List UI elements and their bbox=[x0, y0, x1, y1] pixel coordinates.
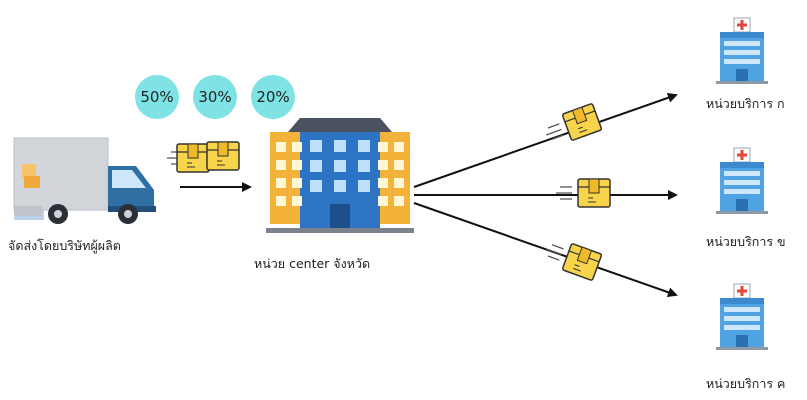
parcel-box-icon bbox=[166, 141, 240, 173]
arrow-to-unit-c bbox=[413, 202, 678, 298]
unit-c-label: หน่วยบริการ ค bbox=[706, 376, 785, 391]
arrow-to-unit-a bbox=[413, 92, 678, 188]
delivery-truck-icon bbox=[13, 137, 156, 224]
building-icon bbox=[266, 118, 414, 233]
manufacturer-label: จัดส่งโดยบริษัทผู้ผลิต bbox=[8, 238, 121, 254]
percent-bubble-30: 30% bbox=[193, 75, 237, 119]
hospital-icon bbox=[714, 146, 770, 216]
hospital-icon bbox=[714, 16, 770, 86]
percent-bubble-50: 50% bbox=[135, 75, 179, 119]
parcel-box-icon bbox=[543, 242, 603, 282]
hospital-icon bbox=[714, 282, 770, 352]
percent-label: 20% bbox=[256, 88, 289, 106]
percent-label: 50% bbox=[140, 88, 173, 106]
center-label: หน่วย center จังหวัด bbox=[254, 256, 370, 271]
parcel-box-icon bbox=[555, 178, 611, 208]
percent-label: 30% bbox=[198, 88, 231, 106]
percent-bubble-20: 20% bbox=[251, 75, 295, 119]
unit-a-label: หน่วยบริการ ก bbox=[706, 96, 785, 111]
parcel-box-icon bbox=[543, 102, 603, 142]
unit-b-label: หน่วยบริการ ข bbox=[706, 234, 786, 249]
